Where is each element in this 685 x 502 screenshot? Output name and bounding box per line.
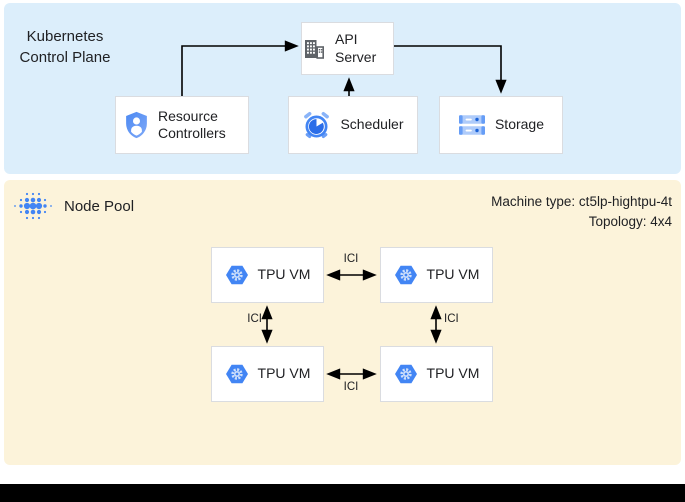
ici-label-left: ICI (247, 313, 262, 325)
gke-hexagon-gear-icon (394, 364, 417, 384)
node-pool-title: Node Pool (64, 198, 135, 215)
gke-hexagon-gear-icon (394, 265, 417, 285)
resource-controllers-label: Resource Controllers (158, 107, 226, 142)
tpu-vm-label: TPU VM (426, 365, 480, 382)
machine-type-text: Machine type: ct5lp-hightpu-4t (491, 194, 672, 209)
building-icon (305, 39, 324, 59)
tpu-vm-label: TPU VM (257, 365, 311, 382)
shield-user-icon (126, 111, 147, 139)
control-plane-title: Kubernetes Control Plane (19, 28, 111, 66)
scheduler-label: Scheduler (340, 116, 404, 133)
dot-cluster-icon (14, 192, 52, 220)
ici-label-right: ICI (444, 313, 459, 325)
tpu-vm-node-top-left: TPU VM (211, 247, 324, 303)
tpu-vm-label: TPU VM (426, 266, 480, 283)
server-stack-icon (458, 115, 485, 135)
node-pool-meta: Machine type: ct5lp-hightpu-4t Topology:… (491, 192, 672, 231)
ici-label-bottom: ICI (343, 381, 359, 393)
tpu-vm-node-bottom-right: TPU VM (380, 346, 493, 402)
tpu-vm-node-top-right: TPU VM (380, 247, 493, 303)
storage-label: Storage (494, 116, 545, 133)
ici-label-top: ICI (343, 253, 359, 265)
storage-node: Storage (439, 96, 563, 154)
topology-text: Topology: 4x4 (588, 213, 672, 229)
resource-controllers-node: Resource Controllers (115, 96, 249, 154)
node-pool-section (4, 180, 681, 465)
tpu-vm-node-bottom-left: TPU VM (211, 346, 324, 402)
scheduler-node: Scheduler (288, 96, 418, 154)
api-server-label: API Server (335, 31, 377, 65)
bottom-black-bar (0, 484, 685, 502)
alarm-clock-icon (304, 111, 330, 138)
api-server-node: API Server (301, 22, 394, 75)
gke-hexagon-gear-icon (225, 364, 248, 384)
gke-hexagon-gear-icon (225, 265, 248, 285)
tpu-vm-label: TPU VM (257, 266, 311, 283)
